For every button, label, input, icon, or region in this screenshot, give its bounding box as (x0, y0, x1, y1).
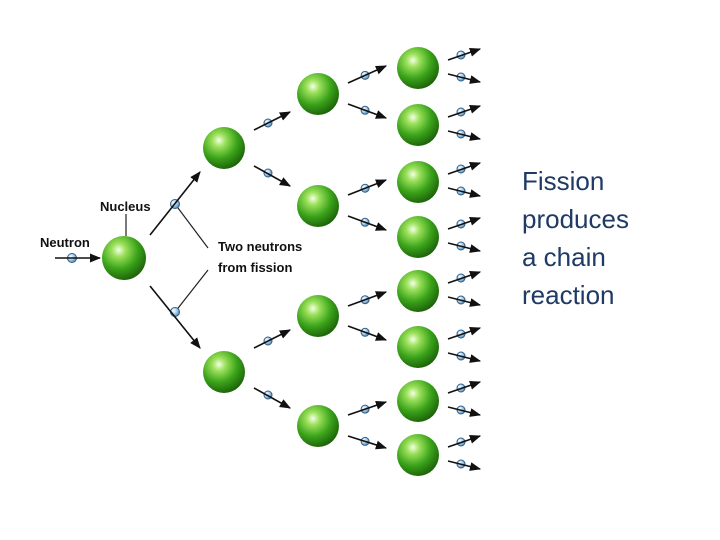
nucleus (297, 185, 339, 227)
nucleus (397, 104, 439, 146)
nucleus (297, 73, 339, 115)
neutron-arrow (347, 215, 388, 231)
nucleus (397, 434, 439, 476)
neutron-arrow (347, 435, 388, 450)
nucleus (397, 161, 439, 203)
two-neutrons-label-line1: Two neutrons (218, 239, 302, 254)
caption: Fission produces a chain reaction (522, 162, 712, 314)
fission-label-line (174, 203, 209, 249)
neutron-arrow (347, 291, 388, 307)
neutron-arrow (447, 381, 482, 394)
neutron-arrow (447, 242, 482, 253)
neutron-arrow (253, 329, 292, 349)
nucleus (297, 405, 339, 447)
neutron-arrow (447, 327, 482, 340)
neutron-arrow (347, 103, 388, 119)
caption-line-3: a chain (522, 242, 606, 272)
caption-line-4: reaction (522, 280, 615, 310)
caption-line-1: Fission (522, 166, 605, 196)
neutron-arrow (447, 105, 482, 118)
branch-lines (125, 203, 209, 313)
neutron-arrow (253, 387, 291, 409)
neutron-arrow (347, 65, 388, 84)
nucleus (397, 216, 439, 258)
neutron-arrow (149, 171, 201, 236)
neutron-arrow (447, 130, 482, 141)
neutron-arrow (347, 179, 388, 196)
neutron-arrow (447, 217, 482, 230)
two-neutrons-label-line2: from fission (218, 260, 292, 275)
nuclei-group (102, 47, 439, 476)
neutron-arrow (447, 187, 482, 198)
nucleus (297, 295, 339, 337)
nucleus-label: Nucleus (100, 199, 151, 214)
caption-line-2: produces (522, 204, 629, 234)
fission-label-line (174, 269, 209, 313)
neutron-arrows-group (55, 48, 482, 471)
nucleus (397, 380, 439, 422)
nucleus (203, 351, 245, 393)
neutron-arrow (347, 325, 388, 341)
neutron-arrow (149, 285, 201, 349)
neutron-arrow (447, 435, 482, 448)
neutron-arrow (447, 352, 482, 363)
nucleus (397, 270, 439, 312)
neutron-arrow (447, 406, 482, 417)
neutron-label: Neutron (40, 235, 90, 250)
nucleus (203, 127, 245, 169)
neutron-arrow (447, 296, 482, 307)
neutron-arrow (447, 271, 482, 284)
nucleus (397, 326, 439, 368)
nucleus (102, 236, 146, 280)
nucleus (397, 47, 439, 89)
neutron-arrow (347, 401, 388, 416)
neutron-arrow (447, 162, 482, 175)
neutron-arrow (447, 460, 482, 471)
neutron-arrow (447, 48, 482, 61)
neutron-arrow (253, 165, 291, 187)
neutron-arrow (253, 111, 292, 131)
neutron-arrow (447, 73, 482, 84)
